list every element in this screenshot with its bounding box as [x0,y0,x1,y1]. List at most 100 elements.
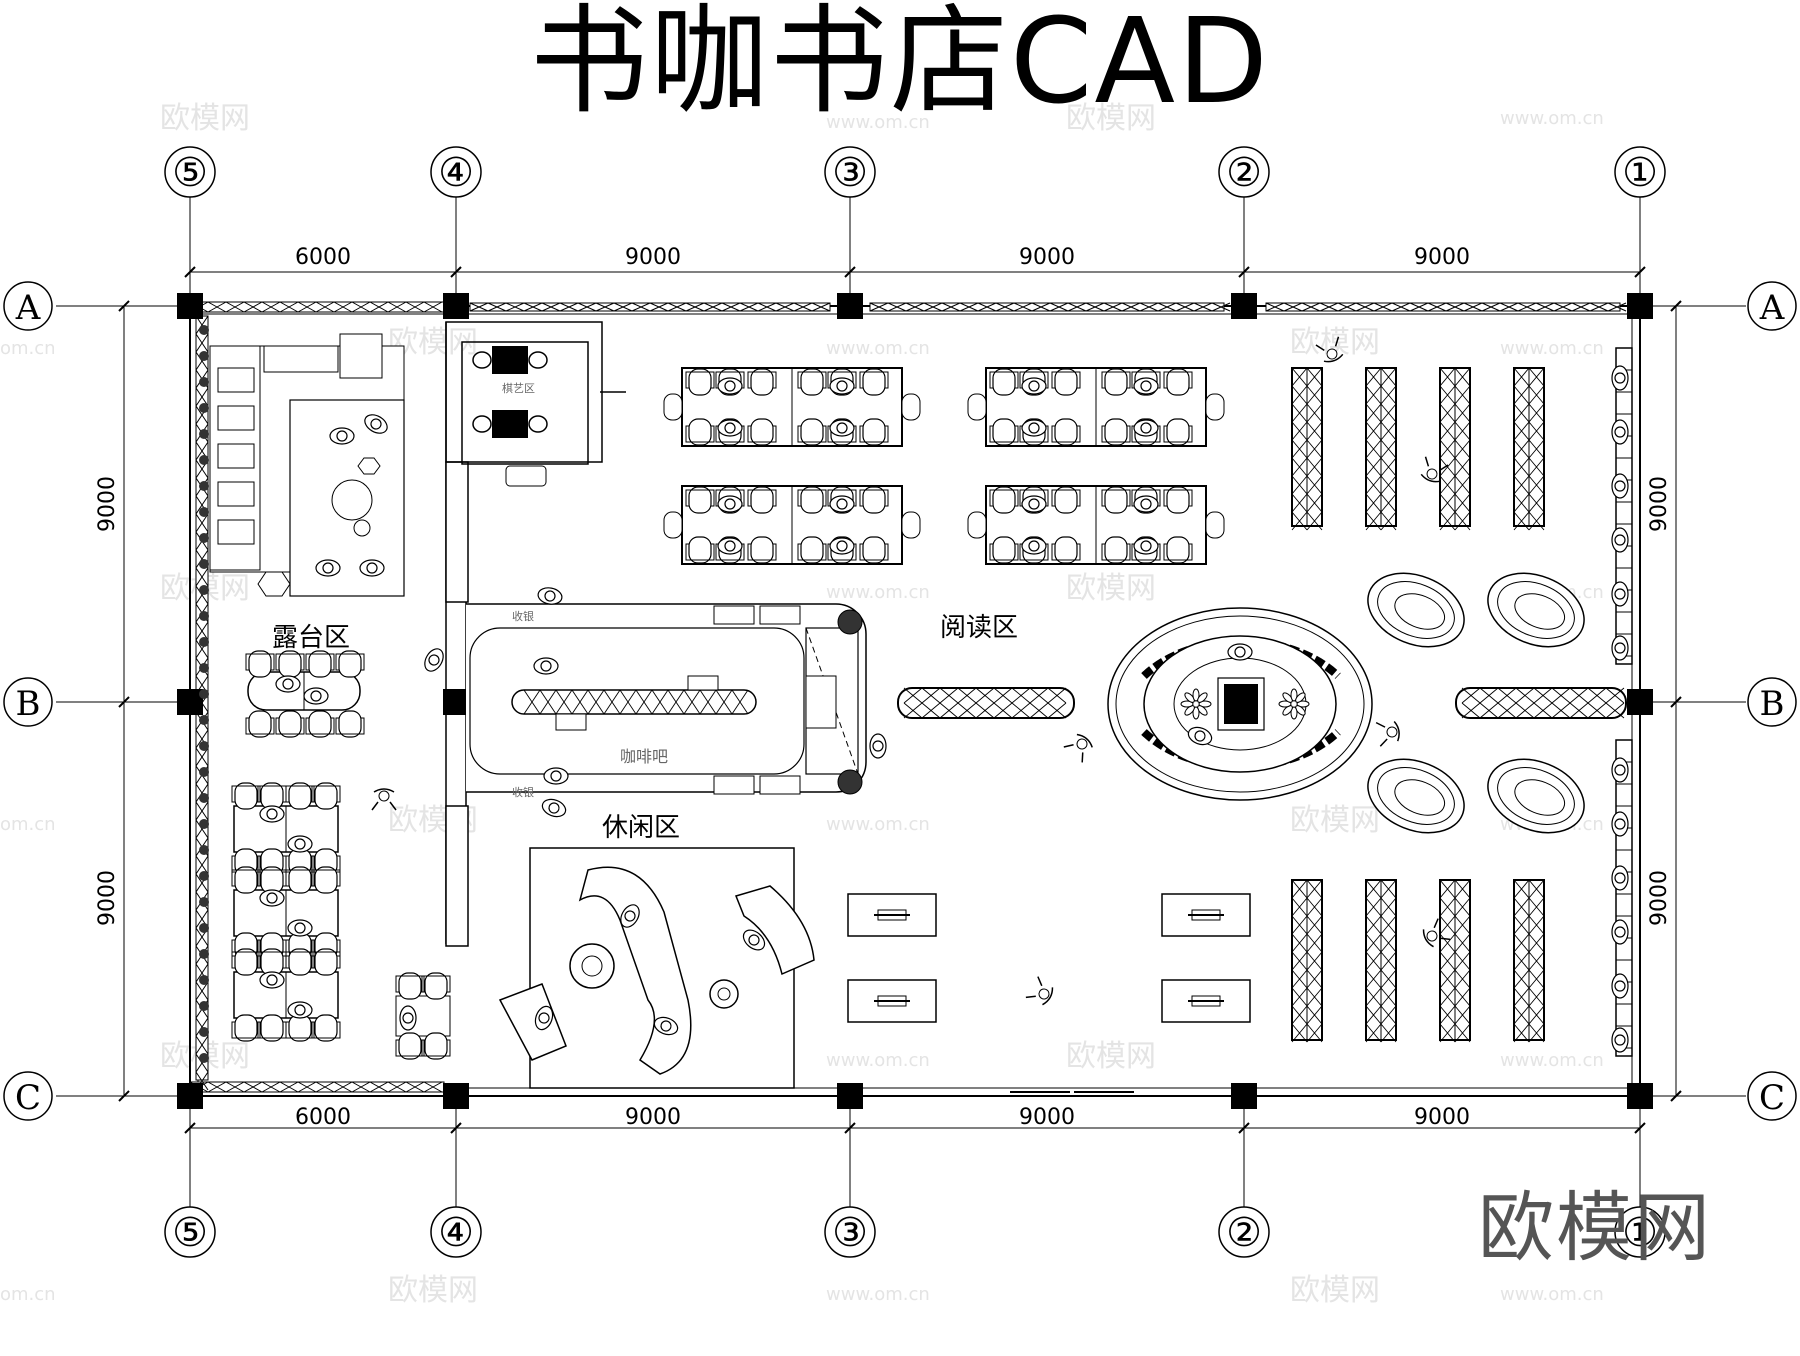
person-head [836,540,848,552]
wall-hatch [505,302,525,312]
chair [311,1014,341,1042]
person-head [1614,872,1626,884]
shelf-hatch [1365,511,1382,531]
bar-hatch [699,689,717,715]
structural-column [1231,1083,1257,1109]
brand-logo: 欧模网 [1478,1183,1712,1272]
wall-hatch [1283,302,1303,312]
dimension-lines [118,266,1682,1134]
chair-seat [800,368,824,396]
person-head [1140,540,1152,552]
wall-hatch [225,1081,245,1093]
person-body [371,788,397,811]
chair-arm [827,543,857,561]
shelf-hatch [1515,702,1535,719]
walking-person [1315,336,1344,363]
wall-hatch [351,1081,371,1093]
shelf-hatch [1454,403,1471,423]
wall-hatch [195,855,209,875]
watermark-url: om.cn [0,338,56,359]
chair-seat [234,1014,258,1042]
wall-shelf [1611,739,1633,1057]
bar-hatch [715,689,733,715]
shelf-hatch [1439,951,1456,971]
structural-column [1627,689,1653,715]
shelf-hatch [1306,1023,1323,1043]
person [717,495,743,513]
dimension-value: 9000 [625,1105,681,1130]
wall-hatch [1589,302,1609,312]
dimension-tick [844,1122,856,1134]
person [829,377,855,395]
wall-hatch [685,302,705,312]
person-head [724,540,736,552]
shelf-hatch [1365,421,1382,441]
axis-bubble-label: ② [1226,1210,1262,1256]
wall-hatch [1085,302,1105,312]
chair [1101,536,1131,564]
shelf-hatch [1454,367,1471,387]
bar-hatch [619,689,637,715]
plant-leaf [1180,700,1194,708]
chair-seat [234,866,258,894]
chair [859,536,889,564]
person-head [294,1004,306,1016]
shelf-hatch [1291,1005,1308,1025]
shelf-hatch [1291,969,1308,989]
planter [199,377,209,387]
shelf-hatch [1306,511,1323,531]
wall-hatch [1553,302,1573,312]
wall-hatch [195,495,209,515]
chair-seat [398,972,422,1000]
person [303,687,329,705]
person-head [540,660,552,672]
shelf-hatch [1454,951,1471,971]
pod-outer [1487,572,1585,648]
wall-hatch [261,1081,281,1093]
axis-bubble-label: B [1760,684,1785,724]
dimension-value: 9000 [625,245,681,270]
shelf-hatch [1380,367,1397,387]
shelf-hatch [1291,933,1308,953]
chair-seat [992,418,1016,446]
wall-hatch [1049,302,1069,312]
reading-table-group [967,485,1225,565]
shelf-hatch [1515,687,1535,704]
chair-arm [715,371,745,389]
shelf-hatch [1439,897,1456,917]
watermark-url: www.om.cn [826,1284,930,1305]
chair-arm [747,371,777,389]
person [329,427,355,445]
shelf-hatch [1513,403,1530,423]
person-head [1234,646,1246,658]
wall-hatch [243,301,263,313]
wall-hatch [487,302,507,312]
person-head [660,1020,672,1032]
shelf-hatch [903,687,923,704]
person-head [266,974,278,986]
chair-arm [1131,425,1161,443]
armchair [339,333,383,379]
shelf-hatch [1029,687,1049,704]
bar-hatch [539,689,557,715]
shelf-hatch [1011,687,1031,704]
watermark-url: www.om.cn [826,1050,930,1071]
sofa-top [263,345,339,373]
person [275,675,301,693]
walking-person [371,788,397,811]
wall-hatch [1175,302,1195,312]
chair-arm [685,425,715,443]
chair-arm [827,371,857,389]
wall-hatch [405,1081,425,1093]
person-head [836,422,848,434]
person-head [1614,372,1626,384]
wall-hatch [333,1081,353,1093]
structural-column [177,293,203,319]
shelf-hatch [1439,879,1456,899]
chair [257,948,287,976]
axis-bubble-label: ③ [832,150,868,196]
shelf-hatch [921,702,941,719]
shelf-hatch [1454,439,1471,459]
small-round-table-inner [717,987,731,1001]
watermark-brand: 欧模网 [160,101,250,136]
